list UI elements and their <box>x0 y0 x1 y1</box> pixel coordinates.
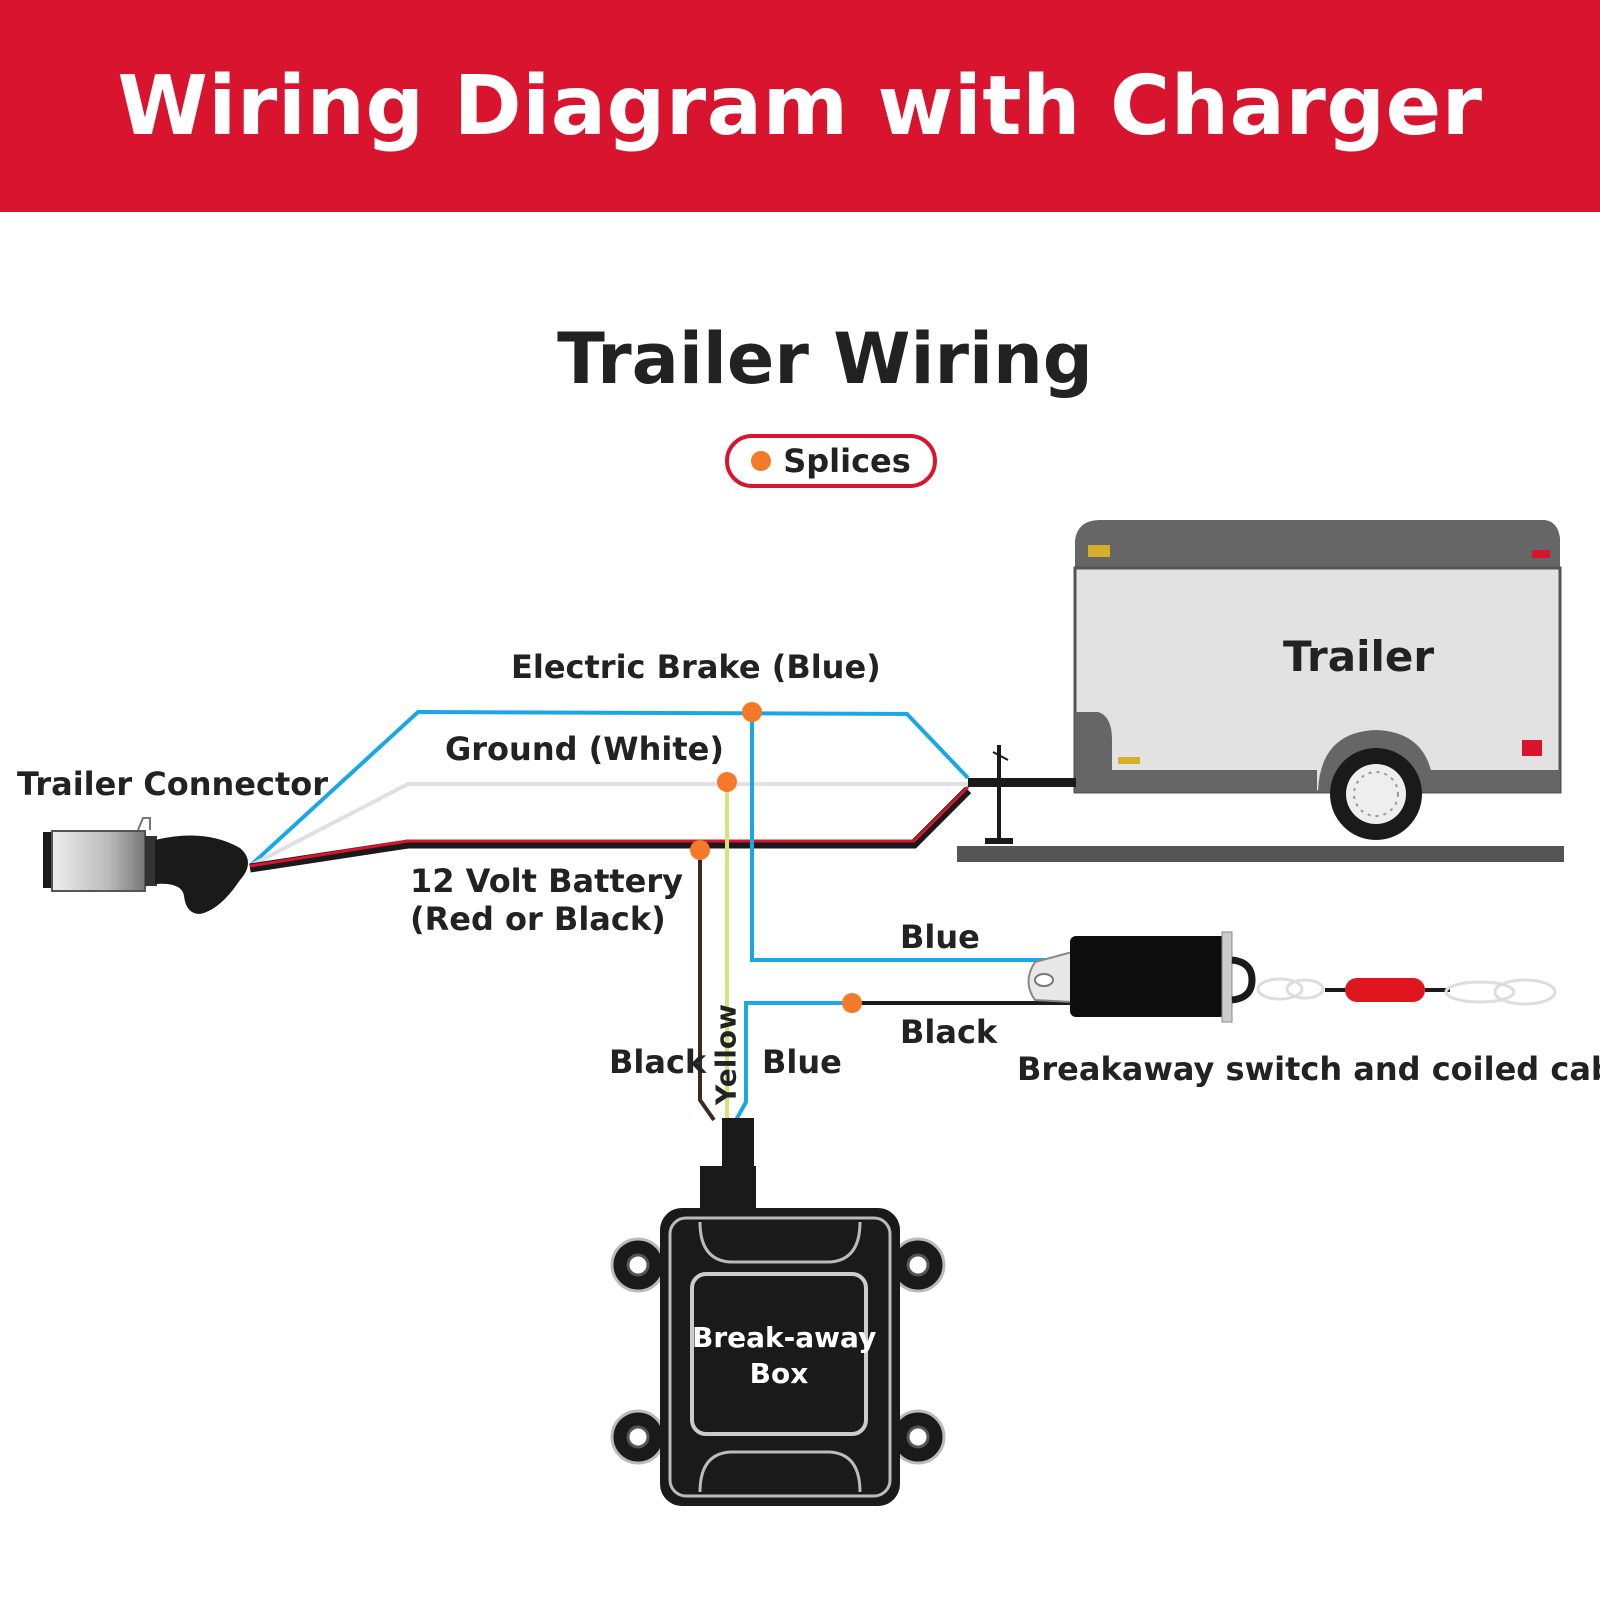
battery-label-line1: 12 Volt Battery <box>410 862 683 900</box>
electric-brake-wire <box>248 709 970 868</box>
trailer-illustration <box>968 520 1562 844</box>
main-wires <box>248 709 972 873</box>
breakaway-box-icon <box>610 1118 946 1506</box>
splice-dot-icon <box>742 702 762 722</box>
breakaway-switch-label: Breakaway switch and coiled cable <box>1017 1050 1600 1088</box>
trailer-connector-label: Trailer Connector <box>17 765 329 803</box>
blue-switch-wire <box>750 712 1062 962</box>
splice-dot-icon <box>717 772 737 792</box>
black-switch-wire-label: Black <box>900 1013 998 1051</box>
legend: Splices <box>725 434 937 488</box>
battery-wire-black <box>249 786 972 873</box>
ground-label: Ground (White) <box>445 730 724 768</box>
breakaway-box-label-line2: Box <box>749 1357 809 1390</box>
electric-brake-label: Electric Brake (Blue) <box>511 648 881 686</box>
trailer-connector-icon <box>43 817 248 914</box>
branch-wires <box>698 712 1082 1122</box>
blue-switch-wire-label: Blue <box>900 918 980 956</box>
ground-wire <box>249 782 968 868</box>
black-box-wire <box>698 850 716 1122</box>
battery-label: 12 Volt Battery (Red or Black) <box>410 862 683 938</box>
black-box-wire-label: Black <box>609 1043 707 1081</box>
splice-dot-icon <box>751 451 772 471</box>
breakaway-box-label-line1: Break-away <box>692 1321 877 1354</box>
legend-label: Splices <box>783 442 911 480</box>
battery-wire-red <box>249 785 970 868</box>
breakaway-switch-icon <box>1027 931 1557 1023</box>
ground-surface <box>957 846 1564 862</box>
splice-dot-icon <box>690 840 710 860</box>
trailer-label: Trailer <box>1283 632 1435 681</box>
splices <box>690 702 862 1013</box>
splice-dot-icon <box>842 993 862 1013</box>
breakaway-box-label: Break-away Box <box>692 1320 877 1392</box>
page-title: Wiring Diagram with Charger <box>117 58 1483 154</box>
yellow-wire-label: Yellow <box>709 1004 743 1105</box>
header-banner: Wiring Diagram with Charger <box>0 0 1600 212</box>
blue-box-wire <box>734 1001 852 1121</box>
diagram-title: Trailer Wiring <box>557 318 1093 400</box>
battery-label-line2: (Red or Black) <box>410 900 666 938</box>
blue-box-wire-label: Blue <box>762 1043 842 1081</box>
